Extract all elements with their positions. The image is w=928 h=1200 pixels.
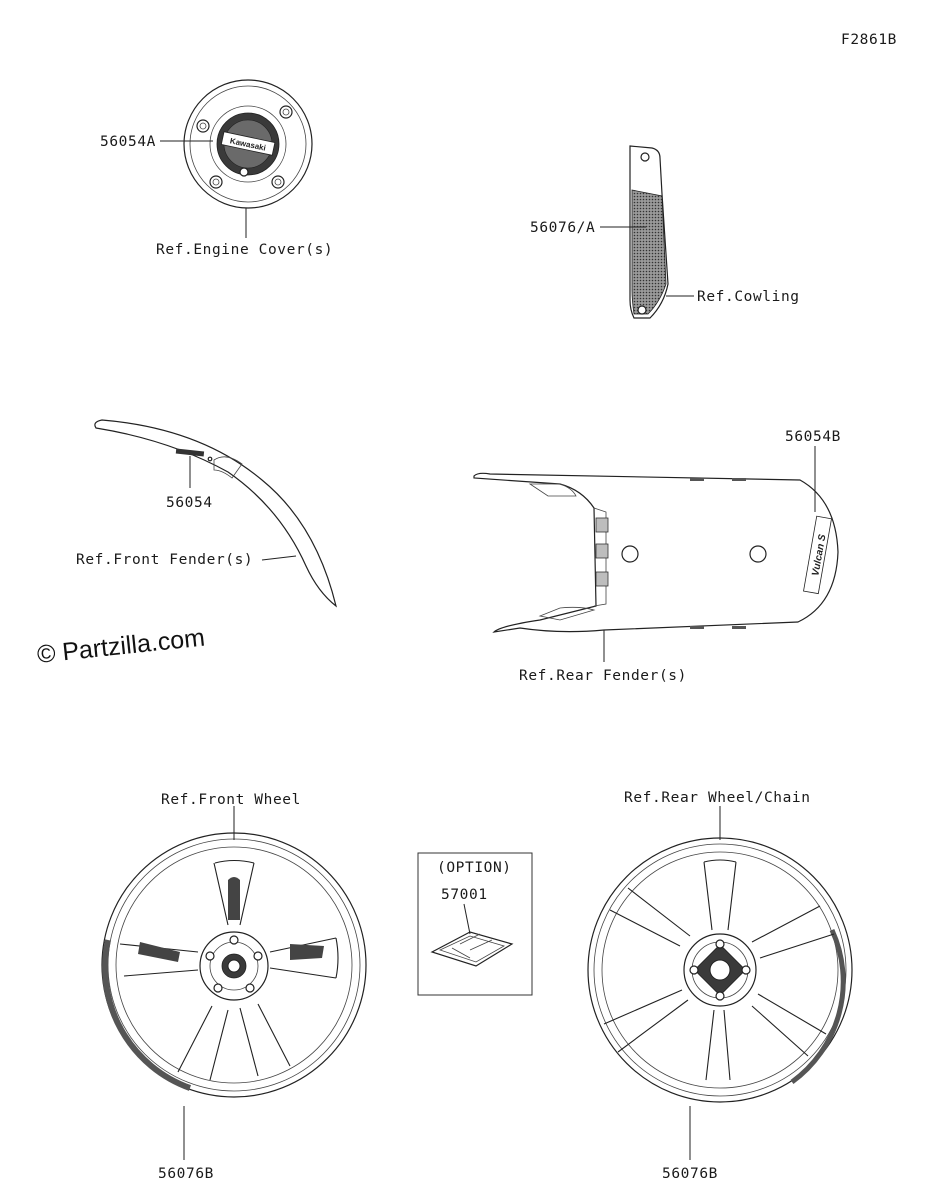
label-engine-cover-part: 56054A	[100, 134, 156, 150]
label-front-wheel-part: 56076B	[158, 1166, 214, 1182]
label-rear-fender-part: 56054B	[785, 429, 841, 445]
label-engine-cover-ref: Ref.Engine Cover(s)	[156, 242, 333, 258]
figure-code: F2861B	[841, 32, 897, 48]
watermark: © Partzilla.com	[36, 624, 206, 669]
leader-option-part	[463, 903, 471, 935]
leader-front-fender-ref	[261, 555, 297, 561]
rear-fender: Vulcan S	[473, 472, 839, 633]
label-option-title: (OPTION)	[437, 860, 512, 876]
front-fender-decal	[175, 448, 205, 457]
front-fender	[94, 419, 337, 608]
label-front-fender-ref: Ref.Front Fender(s)	[76, 552, 253, 568]
label-cowling-ref: Ref.Cowling	[697, 289, 800, 305]
label-front-wheel-ref: Ref.Front Wheel	[161, 792, 301, 808]
label-rear-wheel-ref: Ref.Rear Wheel/Chain	[624, 790, 811, 806]
label-front-fender-part: 56054	[166, 495, 213, 511]
rear-wheel	[587, 837, 853, 1103]
label-option-part: 57001	[441, 887, 488, 903]
label-rear-wheel-part: 56076B	[662, 1166, 718, 1182]
label-cowling-part: 56076/A	[530, 220, 595, 236]
front-wheel	[101, 832, 367, 1098]
label-rear-fender-ref: Ref.Rear Fender(s)	[519, 668, 687, 684]
cowling	[629, 145, 669, 319]
option-box	[417, 852, 533, 996]
engine-cover: Kawasaki	[183, 79, 313, 209]
